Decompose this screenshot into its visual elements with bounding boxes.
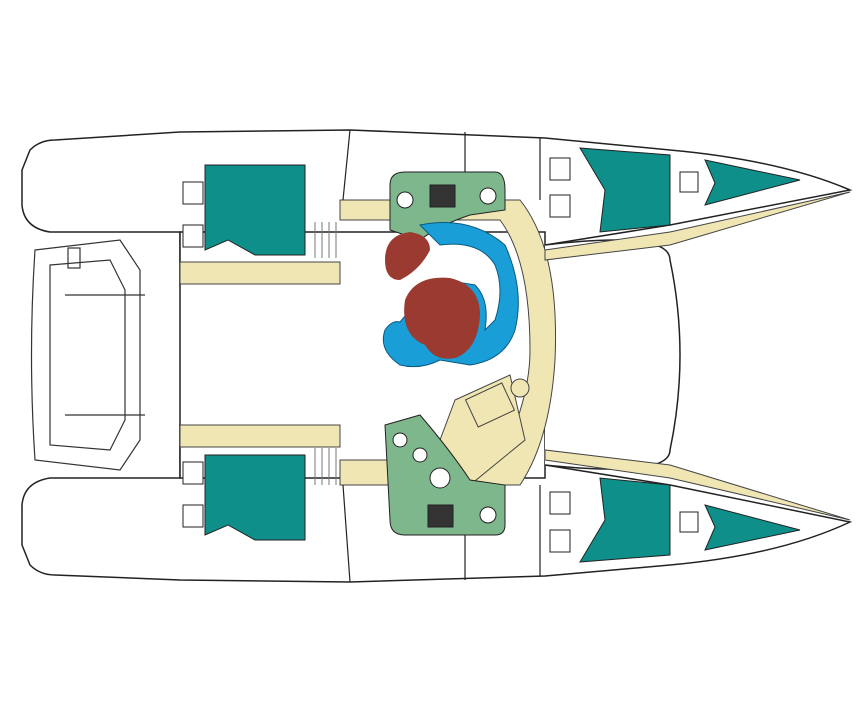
bow-starboard-bed (704, 504, 801, 551)
starboard-walkway (179, 424, 341, 448)
starboard-forward-walkway (544, 449, 851, 521)
aft-starboard-bed (204, 454, 306, 541)
aft-port-bed (204, 164, 306, 256)
foredeck-trampoline (544, 239, 681, 470)
pillow (549, 529, 571, 553)
sink-icon (392, 432, 408, 448)
stove-icon (429, 184, 456, 208)
pillow (549, 194, 571, 218)
pillow (679, 171, 699, 193)
sink-icon (479, 506, 497, 524)
pillow (549, 491, 571, 515)
galley-counter-top (464, 382, 516, 428)
pillow (182, 461, 204, 485)
bulkhead (342, 129, 351, 201)
bulkhead (342, 484, 351, 583)
starboard-steps (314, 448, 337, 485)
sink-icon (396, 191, 414, 209)
stove-icon (427, 504, 454, 528)
dinghy-inner (49, 259, 126, 451)
pillow (679, 511, 699, 533)
sink-icon (429, 467, 451, 489)
saloon-table-small (385, 232, 430, 280)
port-steps (314, 222, 337, 258)
pillow (549, 157, 571, 181)
outboard-motor (67, 247, 81, 269)
pillow (182, 504, 204, 528)
sink-icon (479, 187, 497, 205)
pillow (182, 181, 204, 205)
galley-sink (510, 378, 530, 398)
dinghy (30, 239, 141, 471)
pillow (182, 224, 204, 248)
saloon-table (404, 277, 480, 359)
bow-port-bed (704, 159, 801, 206)
port-walkway (179, 261, 341, 285)
forward-port-bed (579, 147, 671, 233)
port-forward-walkway (544, 191, 851, 261)
sink-icon (412, 447, 428, 463)
forward-starboard-bed (579, 477, 671, 563)
